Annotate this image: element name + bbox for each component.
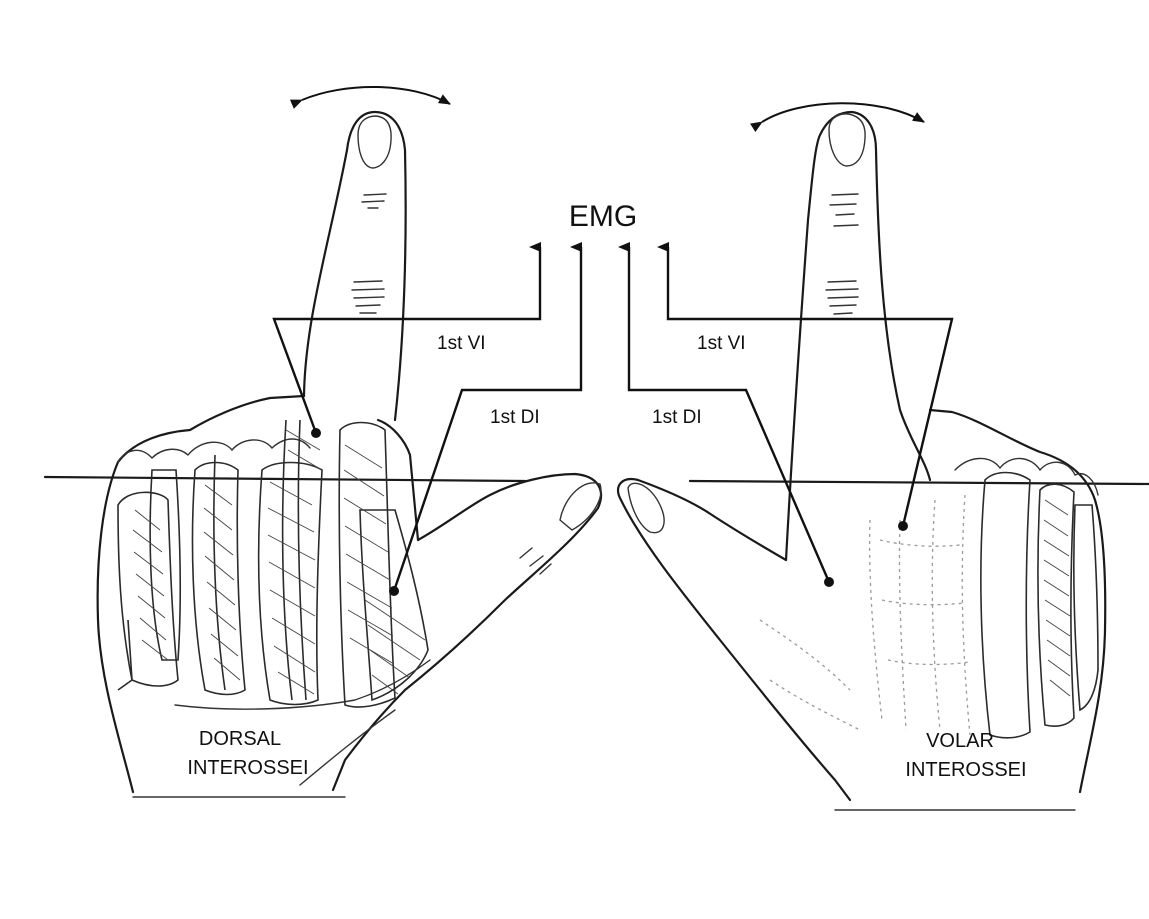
emg-leads bbox=[274, 247, 952, 591]
right-hand-outline bbox=[618, 410, 1105, 800]
left-fvi-lead bbox=[274, 247, 540, 433]
right-fdi-label: 1st DI bbox=[652, 407, 702, 428]
right-index-finger bbox=[786, 112, 930, 560]
volar-interossei-muscles bbox=[870, 473, 1098, 738]
left-caption-line2: INTEROSSEI bbox=[187, 757, 308, 779]
emg-label: EMG bbox=[569, 200, 637, 233]
left-hand-outline bbox=[98, 396, 601, 792]
right-baseline bbox=[690, 481, 1149, 484]
left-fdi-lead bbox=[394, 247, 581, 591]
left-fvi-label: 1st VI bbox=[437, 333, 486, 354]
dorsal-interossei-muscles bbox=[118, 420, 428, 707]
left-index-nail bbox=[358, 116, 391, 168]
right-caption-line1: VOLAR bbox=[926, 730, 994, 752]
left-movement-arrow bbox=[302, 87, 450, 104]
right-fvi-lead bbox=[668, 247, 952, 526]
right-fvi-label: 1st VI bbox=[697, 333, 746, 354]
left-fdi-label: 1st DI bbox=[490, 407, 540, 428]
left-hand bbox=[98, 87, 601, 797]
right-hand bbox=[618, 103, 1105, 810]
left-index-finger bbox=[304, 112, 406, 420]
right-caption-line2: INTEROSSEI bbox=[905, 759, 1026, 781]
right-index-nail bbox=[829, 114, 865, 166]
left-caption-line1: DORSAL bbox=[199, 728, 281, 750]
left-baseline bbox=[45, 477, 525, 481]
